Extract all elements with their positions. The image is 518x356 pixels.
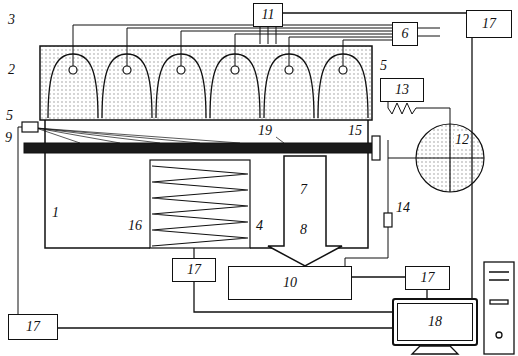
signal-wire	[352, 276, 405, 277]
callout-number: 3	[8, 12, 15, 28]
callout-number: 7	[300, 182, 307, 198]
thermocouple-probe	[384, 213, 392, 227]
callout-number: 6	[402, 26, 409, 42]
callout-number: 5	[380, 58, 387, 74]
flow-arrow	[268, 156, 342, 266]
heater-lamp	[231, 66, 239, 74]
thermocouple-probe	[384, 213, 392, 227]
callout-number: 13	[395, 82, 409, 98]
flow-arrow	[268, 156, 342, 266]
thermocouple-wire	[36, 128, 240, 143]
signal-wire	[426, 290, 427, 298]
heater-chamber	[40, 46, 372, 120]
work-tube	[24, 143, 378, 153]
induction-coil	[193, 248, 194, 258]
heater-lamp	[123, 66, 131, 74]
heater-lamp	[339, 66, 347, 74]
computer-monitor: 18	[392, 298, 478, 346]
numbered-box: 6	[392, 22, 418, 46]
heater-lamp	[177, 66, 185, 74]
thermocouple-wire	[276, 137, 284, 143]
computer-tower	[484, 262, 514, 354]
callout-number: 8	[300, 222, 307, 238]
numbered-box: 10	[228, 266, 352, 300]
heater-reflector	[48, 54, 368, 118]
heater-wire	[235, 34, 392, 66]
thermocouple-wire	[18, 127, 22, 314]
callout-number: 5	[6, 108, 13, 124]
drive-wire	[345, 140, 388, 266]
numbered-box: 17	[172, 258, 216, 282]
induction-coil	[152, 166, 248, 246]
numbered-box: 17	[405, 266, 450, 290]
induction-coil	[150, 160, 250, 258]
drive-wire	[388, 103, 416, 114]
callout-number: 2	[8, 62, 15, 78]
numbered-box: 17	[8, 314, 58, 340]
rotating-disk	[416, 124, 484, 192]
callout-number: 19	[258, 123, 272, 139]
rotating-disk	[416, 124, 484, 192]
heater-lamp	[285, 66, 293, 74]
signal-wire	[283, 12, 466, 13]
signal-wire	[58, 327, 392, 328]
work-tube	[22, 122, 38, 132]
computer-tower	[496, 332, 502, 338]
heater-wire	[418, 28, 440, 36]
computer-tower	[489, 272, 509, 280]
callout-number: 17	[187, 262, 201, 278]
numbered-box: 13	[380, 78, 424, 102]
heater-wire	[289, 37, 392, 66]
induction-coil	[150, 160, 250, 248]
drive-wire	[388, 158, 416, 159]
computer-tower	[412, 346, 458, 354]
drive-wire	[416, 108, 450, 124]
callout-number: 18	[428, 314, 442, 330]
computer-tower	[490, 300, 508, 304]
callout-number: 10	[283, 275, 297, 291]
callout-number: 4	[256, 218, 263, 234]
drive-wire	[345, 100, 450, 266]
work-tube	[372, 136, 380, 160]
callout-number: 1	[52, 205, 59, 221]
callout-number: 14	[396, 200, 410, 216]
callout-number: 16	[128, 218, 142, 234]
callout-number: 17	[482, 16, 496, 32]
callout-number: 9	[5, 130, 12, 146]
heater-wire	[181, 31, 392, 66]
numbered-box: 17	[466, 10, 512, 38]
numbered-box: 11	[253, 3, 283, 27]
heater-lamp	[69, 66, 77, 74]
heater-chamber	[40, 46, 372, 120]
heater-lamp	[69, 66, 347, 74]
callout-number: 15	[348, 123, 362, 139]
callout-number: 17	[26, 319, 40, 335]
signal-wire	[471, 38, 472, 298]
callout-number: 17	[421, 270, 435, 286]
heater-wire	[73, 25, 392, 66]
callout-number: 11	[262, 7, 275, 23]
rotating-disk	[416, 124, 484, 192]
callout-number: 12	[454, 132, 470, 148]
work-tube	[22, 122, 380, 160]
